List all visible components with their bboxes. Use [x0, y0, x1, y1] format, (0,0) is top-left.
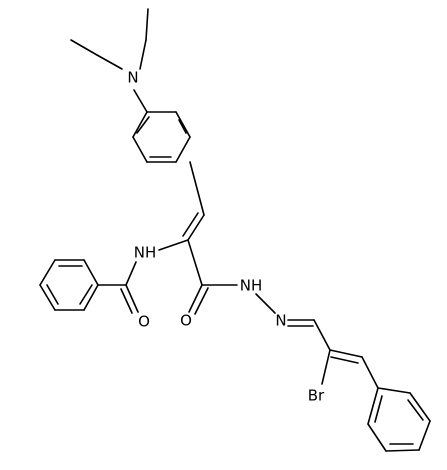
amide-oxygen-label: O [138, 313, 150, 331]
vinyl-bond [187, 214, 205, 241]
ring-double-bond [79, 284, 93, 305]
alkene-bond [329, 349, 363, 358]
ring-bond [175, 111, 191, 138]
aryl-vinyl-bond [189, 161, 205, 216]
ring-bond [132, 111, 148, 138]
ethyl-bond [145, 8, 149, 41]
alpha-nh-bond [158, 239, 189, 251]
carbonyl-double-bond [120, 288, 133, 314]
ring-bond [409, 392, 431, 422]
ring-bond [39, 259, 56, 286]
alkene-double-bond [330, 356, 359, 364]
carbonyl-double-bond [125, 284, 139, 313]
bromine-label: Br [308, 387, 325, 405]
ring-double-bond [136, 116, 150, 134]
nh-carbonyl-bond [125, 261, 137, 286]
ring-bond [83, 259, 99, 286]
ring-bond [83, 284, 99, 311]
ring-bond [175, 136, 191, 163]
ring-double-bond [178, 119, 187, 134]
hydrazide-oxygen-label: O [180, 312, 192, 330]
vinyl-double-bond [182, 212, 199, 237]
ring-bond [367, 423, 387, 452]
hydrazide-nh-label: NH [240, 277, 263, 295]
ethyl-bond [96, 54, 123, 70]
carbonyl-double-bond [188, 284, 203, 313]
ring-bond [132, 136, 148, 163]
chain-bond [313, 319, 331, 351]
nn-bond [255, 293, 276, 314]
ring-bond [367, 387, 379, 425]
ring-bond [377, 387, 411, 394]
ethyl-bond [70, 39, 98, 56]
c-br-bond [321, 349, 331, 385]
carbonyl-double-bond [194, 287, 209, 315]
amine-aryl-bond [133, 89, 148, 113]
ring-double-bond [374, 395, 383, 423]
ring-bond [39, 284, 56, 311]
atom-label-layer: N NH O O NH N Br [127, 69, 325, 405]
ring-bond [385, 449, 420, 452]
ring-double-bond [407, 399, 424, 421]
amide-nh-label: NH [134, 244, 157, 262]
ethyl-bond [139, 39, 147, 70]
amine-nitrogen-label: N [127, 69, 138, 87]
ring-double-bond [46, 284, 59, 305]
ring-bond [418, 420, 431, 451]
imine-nitrogen-label: N [275, 312, 286, 330]
alpha-carbonyl-bond [187, 239, 203, 286]
vinyl-aryl-bond [361, 356, 379, 389]
bond-layer [39, 8, 431, 452]
